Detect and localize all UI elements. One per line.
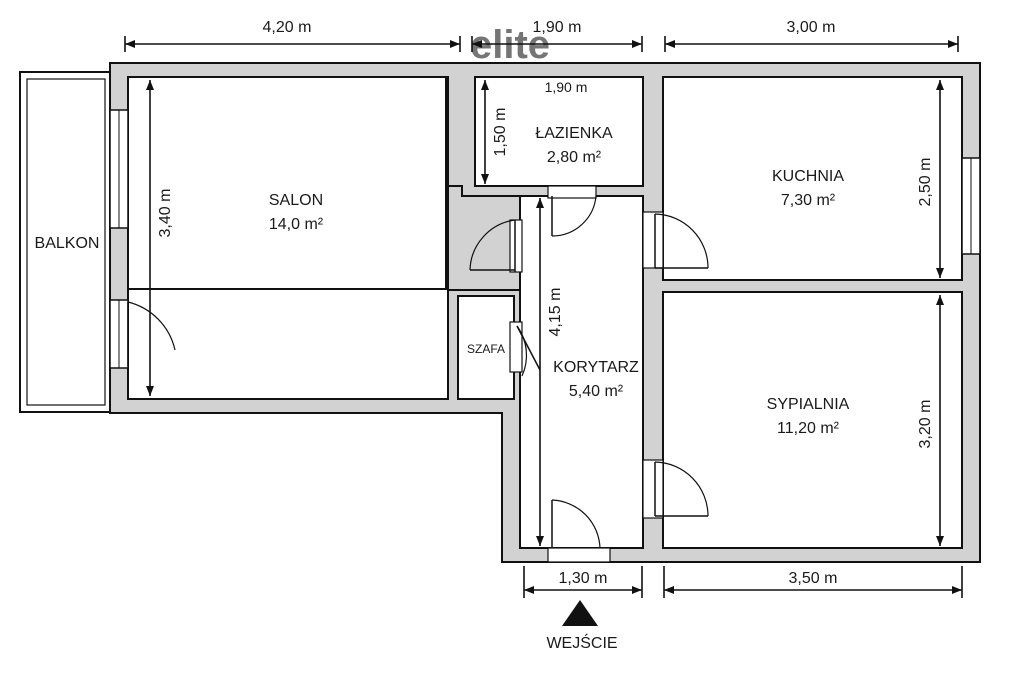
dim-bottom-sypialnia: 3,50 m [789,570,838,587]
entrance-label: WEJŚCIE [546,633,617,652]
room-name-salon: SALON [269,192,323,209]
labels: SALON 14,0 m² ŁAZIENKA 2,80 m² KUCHNIA 7… [35,19,934,652]
dim-korytarz-length: 4,15 m [547,288,564,337]
dim-kuchnia-height: 2,50 m [917,158,934,207]
windows [109,109,981,369]
room-lazienka [474,76,644,187]
room-name-szafa: SZAFA [467,342,505,356]
room-name-kuchnia: KUCHNIA [772,168,844,185]
dimension-lines [124,36,963,598]
room-kuchnia [662,76,963,281]
dim-top-lazienka: 1,90 m [533,19,582,36]
room-area-sypialnia: 11,20 m² [777,420,840,437]
dim-salon-height: 3,40 m [157,189,174,238]
room-name-korytarz: KORYTARZ [553,359,639,376]
room-area-kuchnia: 7,30 m² [781,192,836,209]
dim-lazienka-width: 1,90 m [545,79,588,95]
dim-bottom-korytarz: 1,30 m [559,570,608,587]
room-area-salon: 14,0 m² [269,216,324,233]
svg-text:elite: elite [470,23,550,67]
dim-sypialnia-height: 3,20 m [917,400,934,449]
dim-top-salon: 4,20 m [263,19,312,36]
entrance-marker [562,600,598,626]
room-name-sypialnia: SYPIALNIA [767,396,850,413]
dim-top-kuchnia: 3,00 m [787,19,836,36]
walls [109,62,981,563]
balcony [19,71,113,413]
room-name-balkon: BALKON [35,235,100,252]
room-name-lazienka: ŁAZIENKA [535,125,613,142]
dim-lazienka-height: 1,50 m [492,108,509,157]
entrance-arrow-icon [562,600,598,626]
room-area-korytarz: 5,40 m² [569,383,624,400]
room-area-lazienka: 2,80 m² [547,149,602,166]
doors [127,185,709,563]
room-salon-notch [127,76,447,290]
room-sypialnia [662,291,963,549]
watermark: elite [470,23,550,67]
